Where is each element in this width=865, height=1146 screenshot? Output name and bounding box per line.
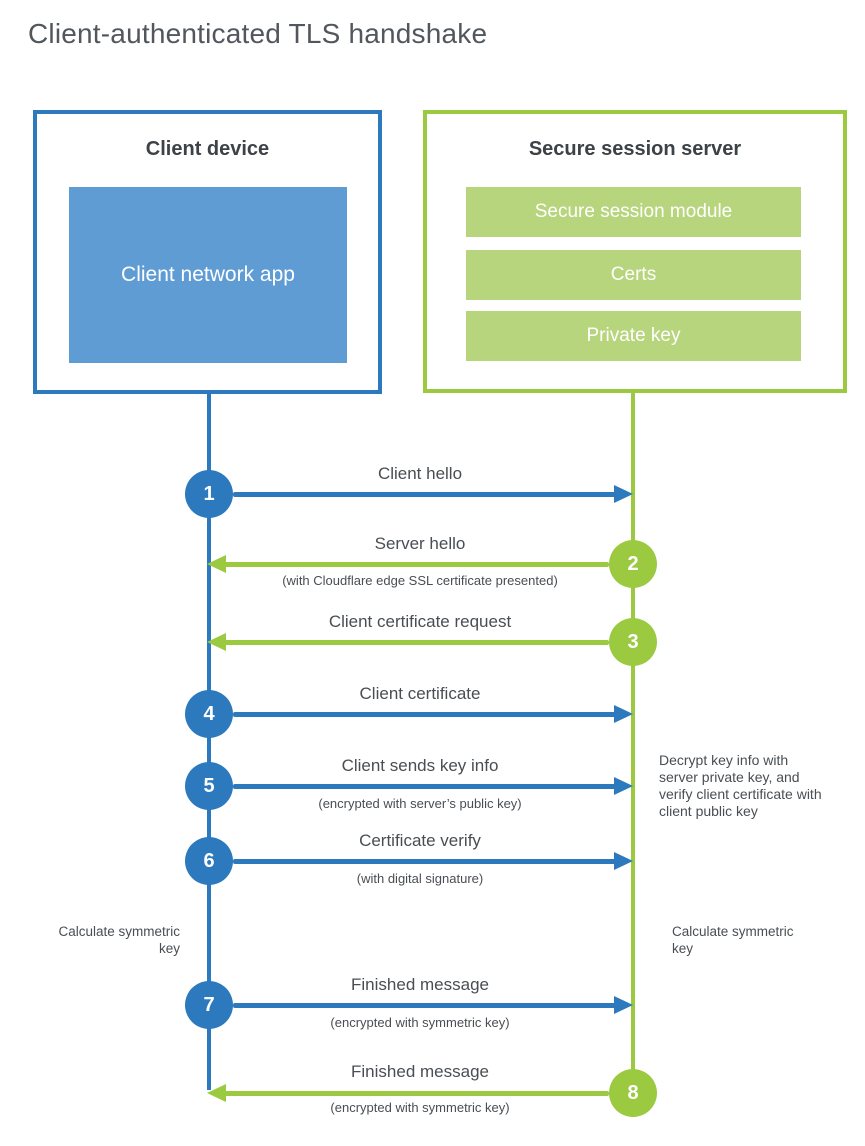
server-calculate-symmetric-key-note: Calculate symmetric key xyxy=(672,924,794,956)
client-lifeline xyxy=(207,392,211,1090)
arrow-client-certificate xyxy=(233,705,633,723)
arrowhead-left-icon xyxy=(207,633,226,651)
arrow-shaft xyxy=(233,784,618,789)
arrow-shaft xyxy=(222,640,609,645)
step-sublabel-6: (with digital signature) xyxy=(356,871,484,886)
step-label-1: Client hello xyxy=(377,464,463,483)
client-network-app-box: Client network app xyxy=(69,187,347,363)
step-label-5: Client sends key info xyxy=(341,756,499,775)
step-circle-7: 7 xyxy=(185,981,233,1029)
secure-session-server-box: Secure session server Secure session mod… xyxy=(423,110,847,393)
arrow-shaft xyxy=(233,1003,618,1008)
arrowhead-left-icon xyxy=(207,1084,226,1102)
secure-session-server-title: Secure session server xyxy=(528,138,742,160)
client-calculate-symmetric-key-note: Calculate symmetric key xyxy=(58,924,180,956)
arrow-client-hello xyxy=(233,485,633,503)
arrowhead-right-icon xyxy=(614,705,633,723)
step-circle-4: 4 xyxy=(185,690,233,738)
step-circle-5: 5 xyxy=(185,762,233,810)
arrow-shaft xyxy=(233,492,618,497)
step-label-2: Server hello xyxy=(374,534,466,553)
arrow-shaft xyxy=(233,712,618,717)
arrow-finished-message-client xyxy=(233,996,633,1014)
arrowhead-left-icon xyxy=(207,555,226,573)
arrow-server-hello xyxy=(207,555,609,573)
server-module-private-key: Private key xyxy=(466,311,801,361)
arrowhead-right-icon xyxy=(614,996,633,1014)
arrow-certificate-verify xyxy=(233,852,633,870)
arrowhead-right-icon xyxy=(614,852,633,870)
arrowhead-right-icon xyxy=(614,485,633,503)
step-label-4: Client certificate xyxy=(359,684,481,703)
arrow-shaft xyxy=(222,1091,609,1096)
client-device-box: Client device Client network app xyxy=(33,110,382,394)
step-sublabel-7: (encrypted with symmetric key) xyxy=(330,1015,510,1030)
server-module-certs: Certs xyxy=(466,250,801,300)
client-device-title: Client device xyxy=(145,138,270,160)
arrow-shaft xyxy=(233,859,618,864)
step-label-7: Finished message xyxy=(351,975,489,994)
step-sublabel-8: (encrypted with symmetric key) xyxy=(330,1100,510,1115)
step-label-6: Certificate verify xyxy=(359,831,481,850)
arrow-client-certificate-request xyxy=(207,633,609,651)
server-module-secure-session: Secure session module xyxy=(466,187,801,237)
step-circle-3: 3 xyxy=(609,618,657,666)
server-lifeline xyxy=(631,391,635,1093)
client-network-app-label: Client network app xyxy=(121,263,295,286)
step-sublabel-2: (with Cloudflare edge SSL certificate pr… xyxy=(282,573,558,588)
step-label-3: Client certificate request xyxy=(328,612,512,631)
step-sublabel-5: (encrypted with server’s public key) xyxy=(318,796,522,811)
page-title: Client-authenticated TLS handshake xyxy=(28,18,488,49)
step-circle-2: 2 xyxy=(609,540,657,588)
server-decrypt-note: Decrypt key info with server private key… xyxy=(659,752,822,819)
step-circle-8: 8 xyxy=(609,1069,657,1117)
arrow-client-sends-key-info xyxy=(233,777,633,795)
step-circle-1: 1 xyxy=(185,470,233,518)
arrow-finished-message-server xyxy=(207,1084,609,1102)
step-label-8: Finished message xyxy=(351,1062,489,1081)
step-circle-6: 6 xyxy=(185,837,233,885)
arrowhead-right-icon xyxy=(614,777,633,795)
arrow-shaft xyxy=(222,562,609,567)
